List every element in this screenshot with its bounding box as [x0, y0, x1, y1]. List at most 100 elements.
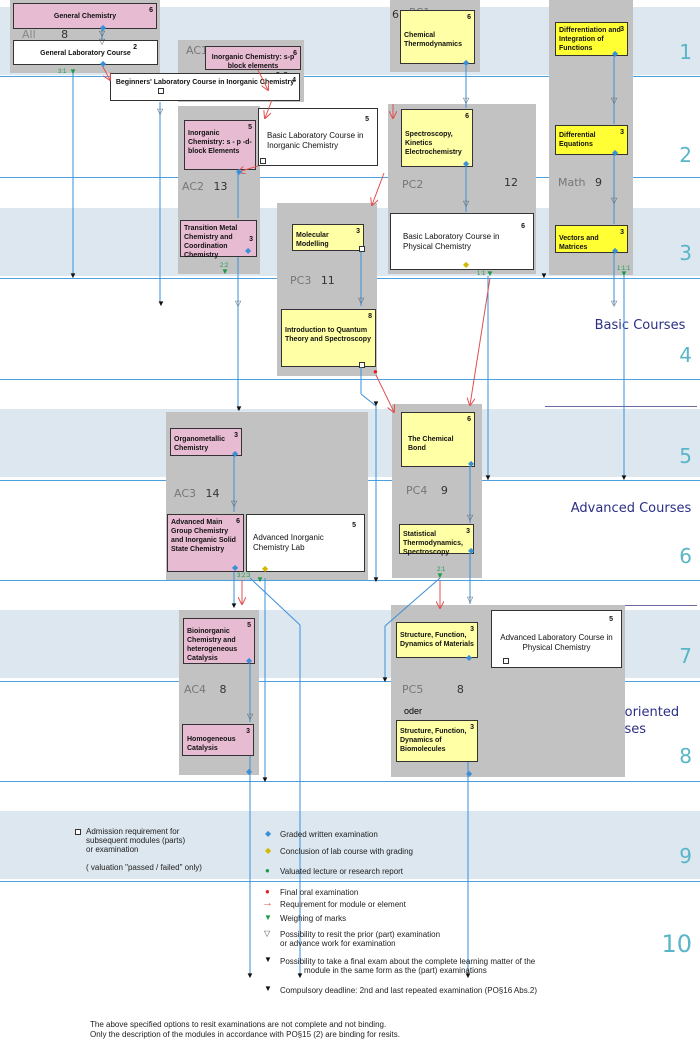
module-title: Differentiation and Integration of Funct… — [559, 27, 621, 52]
group-label-math: Math 9 — [558, 176, 602, 189]
module-sfd-materials[interactable]: Structure, Function, Dynamics of Materia… — [396, 622, 478, 658]
footer-line: The above specified options to resit exa… — [90, 1020, 387, 1029]
resit-marker: ▽ — [99, 29, 106, 38]
legend-weighing-icon: ▼ — [264, 913, 272, 922]
module-title: Spectroscopy, Kinetics Electrochemistry — [405, 131, 462, 156]
module-credits: 3 — [620, 229, 624, 236]
weight-ratio: 3:2:3 — [237, 573, 251, 579]
weight-ratio: 1:1:1 — [617, 266, 631, 272]
legend-written-icon: ◆ — [265, 829, 272, 838]
legend-text: Possibility to resit the prior (part) ex… — [280, 930, 441, 939]
written-exam-dot: ◆ — [612, 246, 619, 255]
admission-marker — [260, 158, 266, 164]
module-title: Bioinorganic Chemistry and heterogeneous… — [187, 628, 238, 662]
group-label-ac1: AC1 — [186, 44, 209, 57]
resit-marker: ▽ — [247, 712, 254, 721]
group-count-pc1: 6 — [392, 8, 399, 21]
legend-text: ( valuation "passed / failed" only) — [86, 863, 202, 872]
resit-marker: ▽ — [99, 37, 106, 46]
legend-graded: Graded written examination — [280, 830, 378, 839]
group-count-pc2: 12 — [504, 176, 518, 189]
module-credits: 3 — [246, 728, 250, 735]
written-exam-dot: ◆ — [612, 148, 619, 157]
module-title: General Laboratory Course — [40, 50, 131, 57]
group-count: 14 — [205, 487, 220, 500]
module-title: Advanced Main Group Chemistry and Inorga… — [171, 519, 236, 553]
group-label-pc2: PC2 — [402, 178, 424, 191]
sem-line — [0, 781, 700, 782]
module-title: Inorganic Chemistry: s-p block elements — [211, 54, 295, 70]
module-advanced-main-group[interactable]: Advanced Main Group Chemistry and Inorga… — [167, 514, 244, 572]
group-label-ac3: AC3 14 — [174, 487, 220, 500]
module-title: Basic Laboratory Course in Physical Chem… — [403, 232, 500, 251]
group-name: AC2 — [182, 180, 205, 193]
group-label-ac2: AC2 13 — [182, 180, 228, 193]
legend-weighing: Weighing of marks — [280, 914, 347, 923]
written-exam-dot: ◆ — [468, 459, 475, 468]
sem-line — [0, 177, 700, 178]
semester-number: 10 — [661, 930, 692, 958]
section-divider — [545, 406, 697, 407]
module-credits: 8 — [368, 313, 372, 320]
module-title: Organometallic Chemistry — [174, 436, 225, 452]
legend-final: Possibility to take a final exam about t… — [280, 957, 535, 975]
band-9 — [0, 811, 700, 879]
module-differentiation-integration[interactable]: Differentiation and Integration of Funct… — [555, 22, 628, 56]
weight-ratio: 2:1 — [437, 567, 446, 573]
section-advanced-courses: Advanced Courses — [570, 501, 692, 516]
written-exam-dot: ◆ — [468, 546, 475, 555]
module-inorganic-spd[interactable]: Inorganic Chemistry: s - p -d- block Ele… — [184, 120, 256, 170]
module-bioinorganic[interactable]: Bioinorganic Chemistry and heterogeneous… — [183, 618, 255, 664]
written-exam-dot: ◆ — [463, 58, 470, 67]
group-count: 13 — [213, 180, 228, 193]
module-credits: 3 — [620, 129, 624, 136]
module-title: The Chemical Bond — [408, 436, 454, 452]
deadline-marker: ▼ — [620, 473, 628, 482]
group-count: 9 — [440, 484, 448, 497]
resit-marker: ▽ — [231, 499, 238, 508]
deadline-marker: ▼ — [296, 971, 304, 980]
module-basic-lab-physical[interactable]: Basic Laboratory Course in Physical Chem… — [390, 213, 534, 270]
module-credits: 6 — [467, 416, 471, 423]
module-credits: 4 — [292, 77, 296, 84]
weighing-marker: ▼ — [486, 269, 494, 278]
module-credits: 5 — [352, 522, 356, 529]
module-statistical-thermodynamics[interactable]: Statistical Thermodynamics, Spectroscopy… — [399, 524, 474, 556]
module-quantum-theory[interactable]: Introduction to Quantum Theory and Spect… — [281, 309, 376, 367]
legend-text: or advance work for examination — [280, 939, 396, 948]
module-title: Introduction to Quantum Theory and Spect… — [285, 327, 371, 343]
footer-note: The above specified options to resit exa… — [90, 1020, 400, 1040]
deadline-marker: ▼ — [464, 971, 472, 980]
legend-requirement: Requirement for module or element — [280, 900, 406, 909]
weighing-marker: ▼ — [436, 571, 444, 580]
module-sfd-biomolecules[interactable]: Structure, Function, Dynamics of Biomole… — [396, 720, 478, 762]
module-basic-lab-inorganic[interactable]: Basic Laboratory Course in Inorganic Che… — [258, 108, 378, 166]
deadline-marker: ▼ — [372, 399, 380, 408]
module-transition-metal[interactable]: Transition Metal Chemistry and Coordinat… — [180, 220, 257, 259]
semester-number: 9 — [679, 844, 692, 868]
module-credits: 3 — [356, 228, 360, 235]
legend-lab: Conclusion of lab course with grading — [280, 847, 413, 856]
module-advanced-lab-physical[interactable]: Advanced Laboratory Course in Physical C… — [491, 610, 622, 668]
weighing-marker: ▼ — [221, 267, 229, 276]
footer-line: Only the description of the modules in a… — [90, 1030, 400, 1039]
sem-line — [0, 379, 700, 380]
deadline-marker: ▼ — [381, 675, 389, 684]
section-basic-courses: Basic Courses — [594, 318, 686, 333]
group-label-ac4: AC4 8 — [184, 683, 227, 696]
resit-marker: ▽ — [611, 96, 618, 105]
lab-grade-dot: ◆ — [262, 564, 269, 573]
module-chemical-bond[interactable]: The Chemical Bond 6 — [401, 412, 475, 467]
deadline-marker: ▼ — [484, 473, 492, 482]
